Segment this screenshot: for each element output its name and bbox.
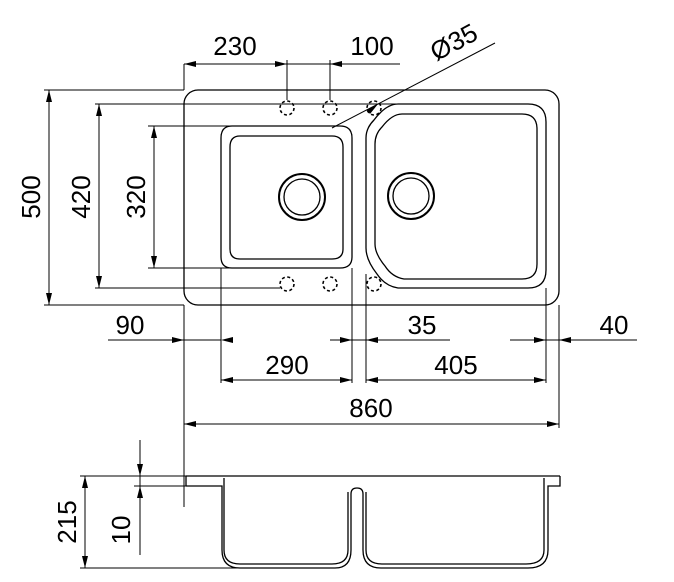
dim-230-label: 230 [213,31,256,61]
dim-420-label: 420 [66,175,96,218]
sink-outer-rim [183,89,560,306]
dimension-40: 40 [510,310,637,343]
dim-320-label: 320 [121,175,151,218]
tap-hole-top-3 [366,100,382,116]
dim-860-label: 860 [349,393,392,423]
dimension-860: 860 [184,393,559,427]
dim-290-label: 290 [265,350,308,380]
tap-hole-bottom-2 [322,276,338,292]
small-bowl-drain-inner [283,178,321,216]
dimension-290: 290 [221,350,352,383]
sink-side-view [185,475,561,569]
dim-diameter-35-label: Ø35 [425,17,482,67]
sink-top-view [183,89,560,306]
dim-40-label: 40 [600,310,629,340]
dimension-405: 405 [366,350,546,383]
dim-35-label: 35 [408,310,437,340]
tap-hole-bottom-1 [279,276,295,292]
dimension-10: 10 [106,440,186,555]
dim-10-label: 10 [106,516,136,545]
dimension-230: 230 [183,31,288,100]
extension-lines [183,268,560,507]
dimension-320: 320 [121,125,232,269]
dimension-420: 420 [66,103,398,289]
dim-215-label: 215 [52,500,82,543]
tap-hole-top-1 [279,100,295,116]
large-bowl-outer [365,103,547,289]
small-bowl-inner [229,135,344,260]
dim-90-label: 90 [116,310,145,340]
dimension-100: 100 [287,31,400,100]
tap-hole-bottom-3 [366,276,382,292]
tap-hole-top-2 [322,100,338,116]
dim-500-label: 500 [16,175,46,218]
dimension-35: 35 [330,310,450,343]
small-bowl-outer [220,125,353,269]
small-bowl-drain-outer [278,173,326,221]
dim-100-label: 100 [350,31,393,61]
dim-405-label: 405 [434,350,477,380]
dimension-500: 500 [16,89,184,306]
dimension-90: 90 [108,310,233,343]
large-bowl-drain-outer [387,172,435,220]
large-bowl-inner [374,113,538,280]
dimension-215: 215 [52,475,240,569]
large-bowl-drain-inner [392,177,430,215]
